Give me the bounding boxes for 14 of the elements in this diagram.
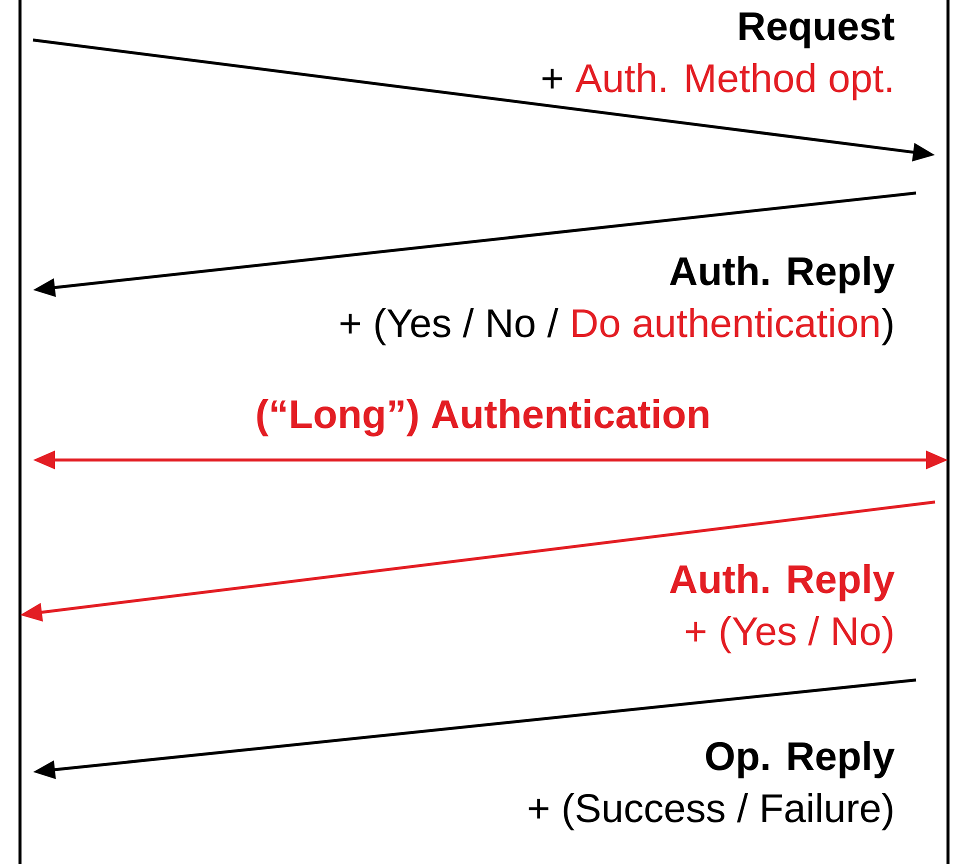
message-label: Auth. Reply	[670, 564, 895, 602]
message-label: Op. Reply	[706, 741, 895, 778]
message-label: Auth. Reply	[670, 256, 895, 294]
message-label: Do authentication	[573, 308, 878, 338]
lifeline	[18, 0, 22, 864]
message-label: + (Yes / No /	[340, 308, 558, 346]
message-label: (“Long”) Authentication	[257, 399, 708, 436]
message-label: Request	[740, 12, 894, 48]
message-label: )	[882, 308, 892, 346]
message-label: + (Success / Failure)	[528, 793, 892, 830]
message-label: +	[542, 68, 562, 88]
message-label: Auth. Method opt.	[575, 63, 892, 100]
message-label: + (Yes / No)	[686, 616, 892, 654]
lifeline	[946, 0, 950, 864]
